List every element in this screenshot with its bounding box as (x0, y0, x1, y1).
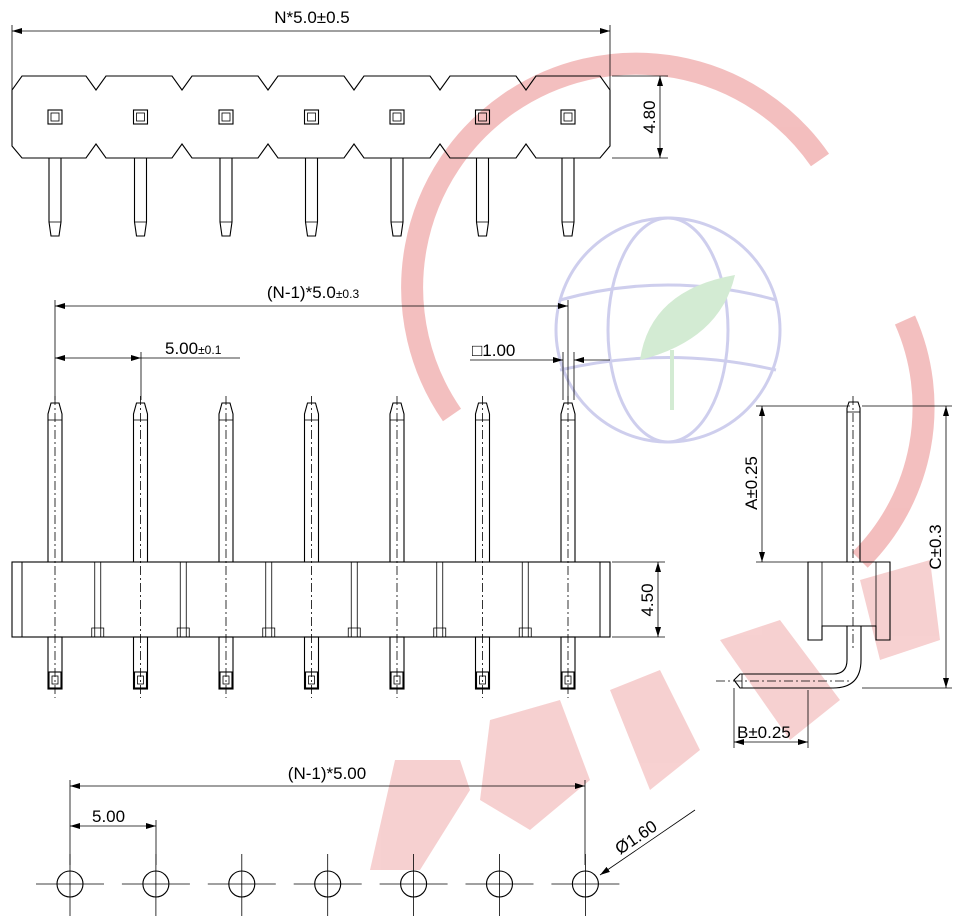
pcb-hole-4 (293, 854, 362, 916)
side-view: A±0.25 C±0.3 B±0.25 (716, 396, 952, 748)
front-pin-2 (132, 396, 149, 698)
top-pin-6 (474, 109, 491, 237)
front-pin-6 (474, 396, 491, 698)
body-height-label: 4.50 (638, 583, 657, 616)
top-pin-2 (132, 109, 149, 237)
overall-length-label: N*5.0±0.5 (274, 8, 350, 27)
top-pin-4 (303, 109, 320, 237)
top-pin-5 (389, 109, 405, 237)
top-pin-1 (47, 109, 63, 237)
front-pin-1 (47, 396, 63, 698)
pcb-pitch-label: 5.00 (92, 807, 125, 826)
front-view: (N-1)*5.0±0.3 5.00±0.1 □1.00 4.50 (11, 283, 665, 698)
side-c-label: C±0.3 (926, 524, 945, 569)
front-pin-5 (389, 396, 405, 698)
side-b-label: B±0.25 (737, 723, 791, 742)
pcb-hole-6 (465, 854, 534, 916)
pcb-span-label: (N-1)*5.00 (288, 764, 366, 783)
front-pin-4 (303, 396, 320, 698)
front-pin-7 (560, 396, 576, 698)
top-pin-3 (218, 109, 234, 237)
pin-size-label: □1.00 (472, 341, 515, 360)
pcb-hole-1 (36, 854, 104, 916)
pcb-hole-7 (551, 854, 620, 916)
top-pin-7 (560, 109, 576, 237)
globe-leaf-logo-watermark (370, 52, 940, 870)
hole-diameter-label: Ø1.60 (612, 817, 661, 859)
front-pin-3 (218, 396, 234, 698)
front-housing (11, 561, 611, 638)
pcb-hole-3 (207, 854, 276, 916)
top-height-label: 4.80 (640, 100, 659, 133)
housing-outline-top (11, 75, 611, 159)
front-span-label: (N-1)*5.0±0.3 (267, 283, 360, 302)
pcb-hole-2 (121, 854, 190, 916)
front-pitch-label: 5.00±0.1 (165, 339, 222, 358)
side-a-label: A±0.25 (742, 456, 761, 510)
pcb-hole-5 (379, 854, 448, 916)
pcb-layout: (N-1)*5.00 5.00 Ø1.60 (36, 764, 696, 916)
top-view: N*5.0±0.5 4.80 (11, 8, 668, 237)
